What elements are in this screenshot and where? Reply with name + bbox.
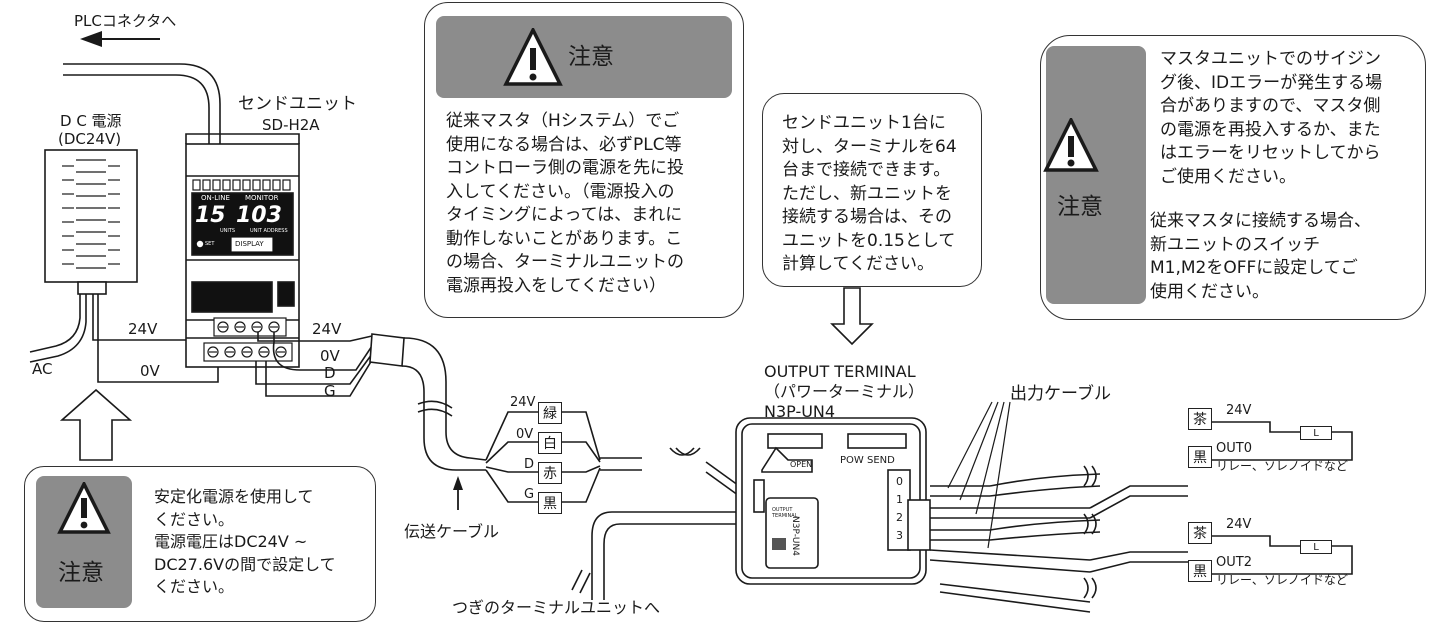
send-unit-body [185,133,300,368]
black-chip-2: 黒 [1188,560,1212,582]
plc-connector-label: PLCコネクタへ [74,12,177,30]
online-label: ON-LINE [201,194,230,202]
power-caution-text: 安定化電源を使用して ください。 電源電圧はDC24V ~ DC27.6Vの間で… [154,487,336,596]
terminal-sticker-1: OUTPUT [772,507,793,513]
output-terminal-title: OUTPUT TERMINAL [764,362,916,381]
set-caption: SET [205,241,215,247]
send-unit-terminals [203,317,293,362]
out2-24v: 24V [1226,517,1252,532]
transmission-cable-label: 伝送ケーブル [404,522,500,541]
arrow-down [830,287,874,346]
label-24v-left: 24V [128,320,158,338]
wire-red-chip: 赤 [538,462,562,484]
terminal-sticker-model: N3P-UN4 [790,516,800,556]
connection-info-box [762,93,982,287]
relay-label-2: リレー、ソレノイドなど [1216,573,1348,587]
label-g: G [324,382,336,400]
wire-white-chip: 白 [538,432,562,454]
out0-24v: 24V [1226,403,1252,418]
brown-chip-1: 茶 [1188,408,1212,430]
send-unit-wires [255,332,373,397]
monitor-label: MONITOR [245,194,279,202]
warning-icon [57,482,111,534]
dc-power-supply [44,149,138,295]
send-unit-model: SD-H2A [262,116,320,134]
arrow-up [59,388,133,461]
output-terminal-body [735,417,931,585]
black-chip-1: 黒 [1188,446,1212,468]
caution-word-master: 注意 [568,44,614,70]
unit-address-caption: UNIT ADDRESS [250,228,288,234]
caution-word-power: 注意 [58,560,104,586]
transmission-cable [369,333,487,510]
output-terminal-model: N3P-UN4 [764,402,836,421]
terminal-sticker-2: TERMINAL [772,513,798,519]
master-sizing-text: マスタユニットでのサイジン グ後、IDエラーが発生する場 合がありますので、マス… [1160,49,1383,187]
next-terminal-cable [571,511,742,600]
channel-2: 2 [896,511,903,524]
wire-green-chip: 緑 [538,402,562,424]
wire-black-chip: 黒 [538,492,562,514]
label-d: D [324,364,336,382]
label-ac: AC [32,360,53,378]
load-l-1: L [1300,426,1332,440]
caution-word-sizing: 注意 [1057,194,1103,220]
wire-g-label: G [524,487,535,502]
brown-chip-2: 茶 [1188,522,1212,544]
address-readout: 103 [236,203,282,228]
send-unit-label: センドユニット [238,94,357,114]
label-0v-right: 0V [320,347,340,365]
load-circuits [1212,421,1353,575]
out0-label: OUT0 [1216,441,1252,456]
warning-icon [1043,118,1099,172]
display-button: DISPLAY [235,240,264,248]
plc-arrow [80,31,160,47]
output-cable-label: 出力ケーブル [1010,384,1111,404]
relay-label-1: リレー、ソレノイドなど [1216,459,1348,473]
wire-24v-label: 24V [510,395,536,410]
channel-0: 0 [896,475,903,488]
master-switch-text: 従来マスタに接続する場合、 新ユニットのスイッチ M1,M2をOFFに設定してご… [1150,211,1371,302]
wire-d-label: D [524,457,535,472]
next-terminal-label: つぎのターミナルユニットへ [452,598,661,617]
units-readout: 15 [195,203,226,228]
master-sizing-sidebar [1046,46,1146,304]
load-l-2: L [1300,540,1332,554]
caution-master-header [436,16,732,98]
units-caption: UNITS [220,228,236,234]
label-24v-right: 24V [312,320,342,338]
pow-send-label: POW SEND [840,455,895,466]
out2-label: OUT2 [1216,555,1252,570]
label-0v-left: 0V [140,362,160,380]
channel-1: 1 [896,493,903,506]
output-terminal-subtitle: （パワーターミナル） [764,382,925,401]
wire-0v-label: 0V [516,427,534,442]
output-cables [929,401,1188,613]
core-wires [485,411,743,503]
dc-power-label: D C 電源 [60,112,122,130]
channel-3: 3 [896,529,903,542]
warning-icon [503,28,563,86]
open-label: OPEN [790,460,813,469]
connection-info-text: センドユニット1台に 対し、ターミナルを64 台まで接続できます。 ただし、新ユ… [782,113,957,274]
dc-power-voltage: (DC24V) [58,130,122,148]
caution-master-text: 従来マスタ（Hシステム）でご 使用になる場合は、必ずPLC等 コントローラ側の電… [446,111,684,296]
